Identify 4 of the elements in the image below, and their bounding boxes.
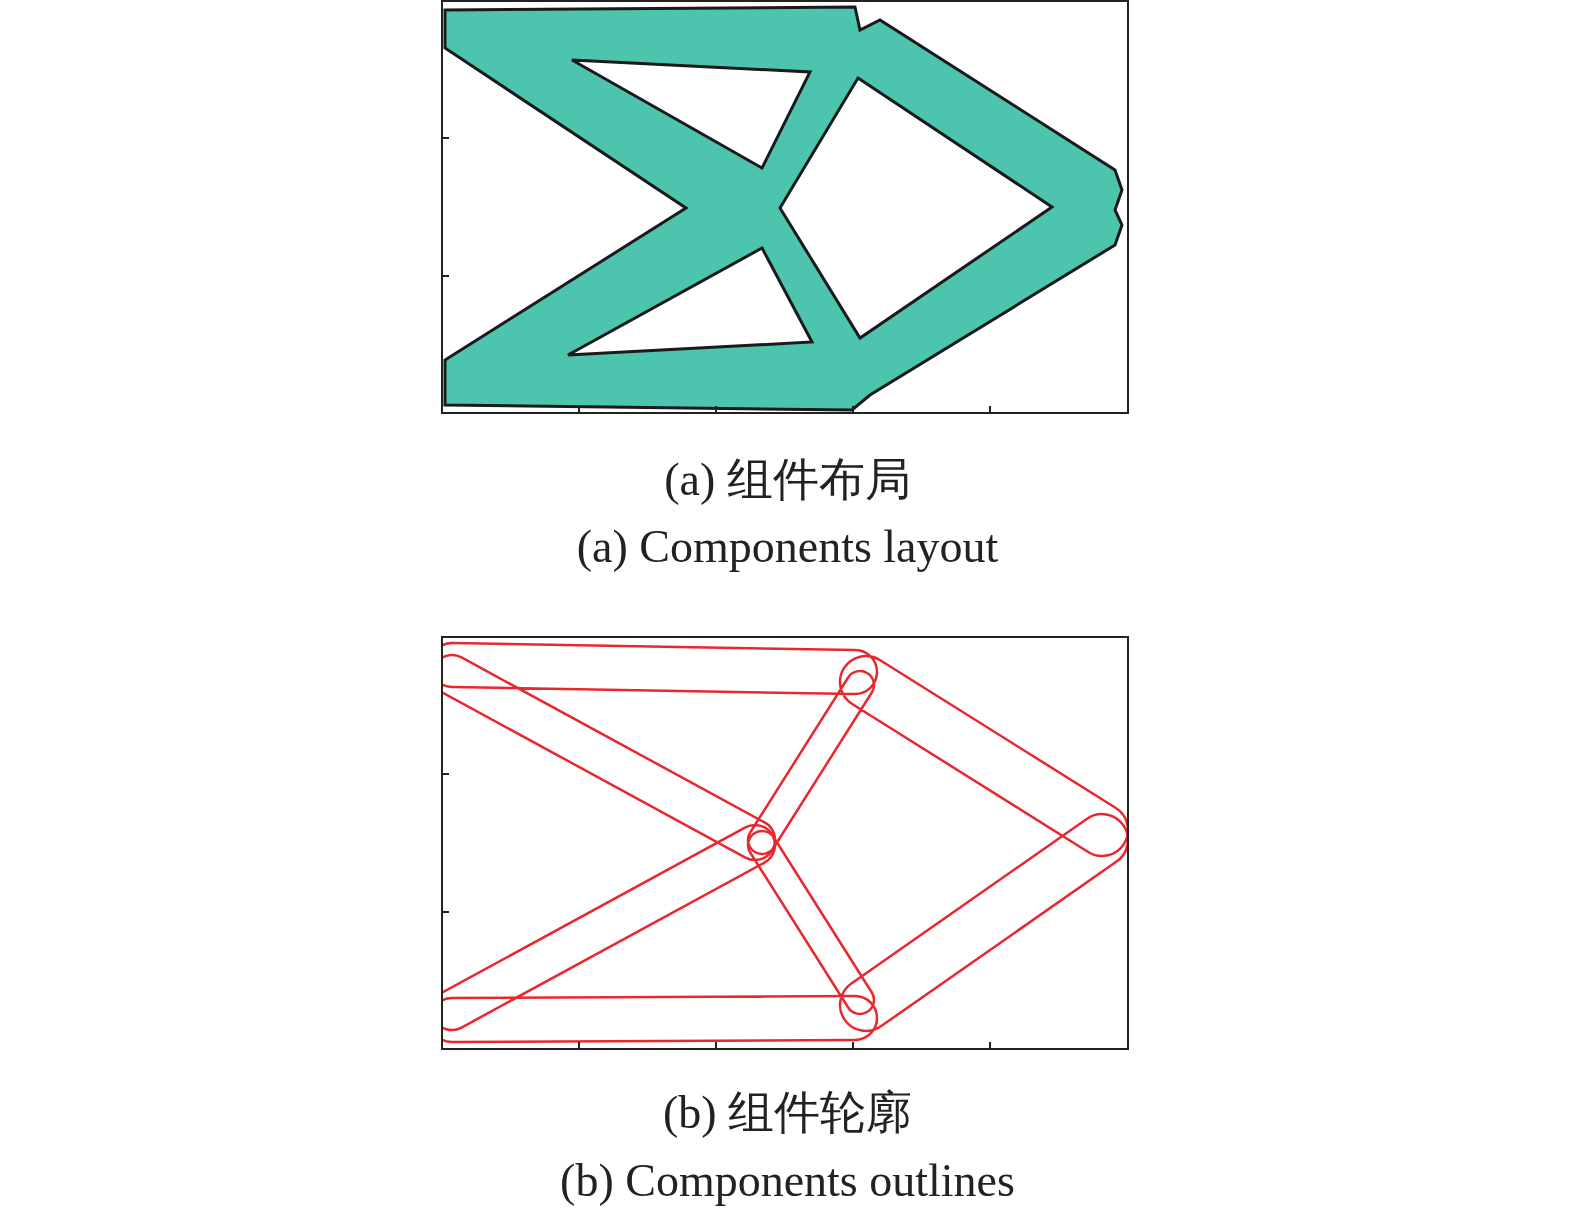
- figure-caption: (b) Components outlines: [560, 1156, 1015, 1207]
- figure-caption: (a) 组件布局: [664, 455, 911, 506]
- figure-caption: (b) 组件轮廓: [662, 1088, 913, 1139]
- figure-caption: (a) Components layout: [576, 522, 999, 573]
